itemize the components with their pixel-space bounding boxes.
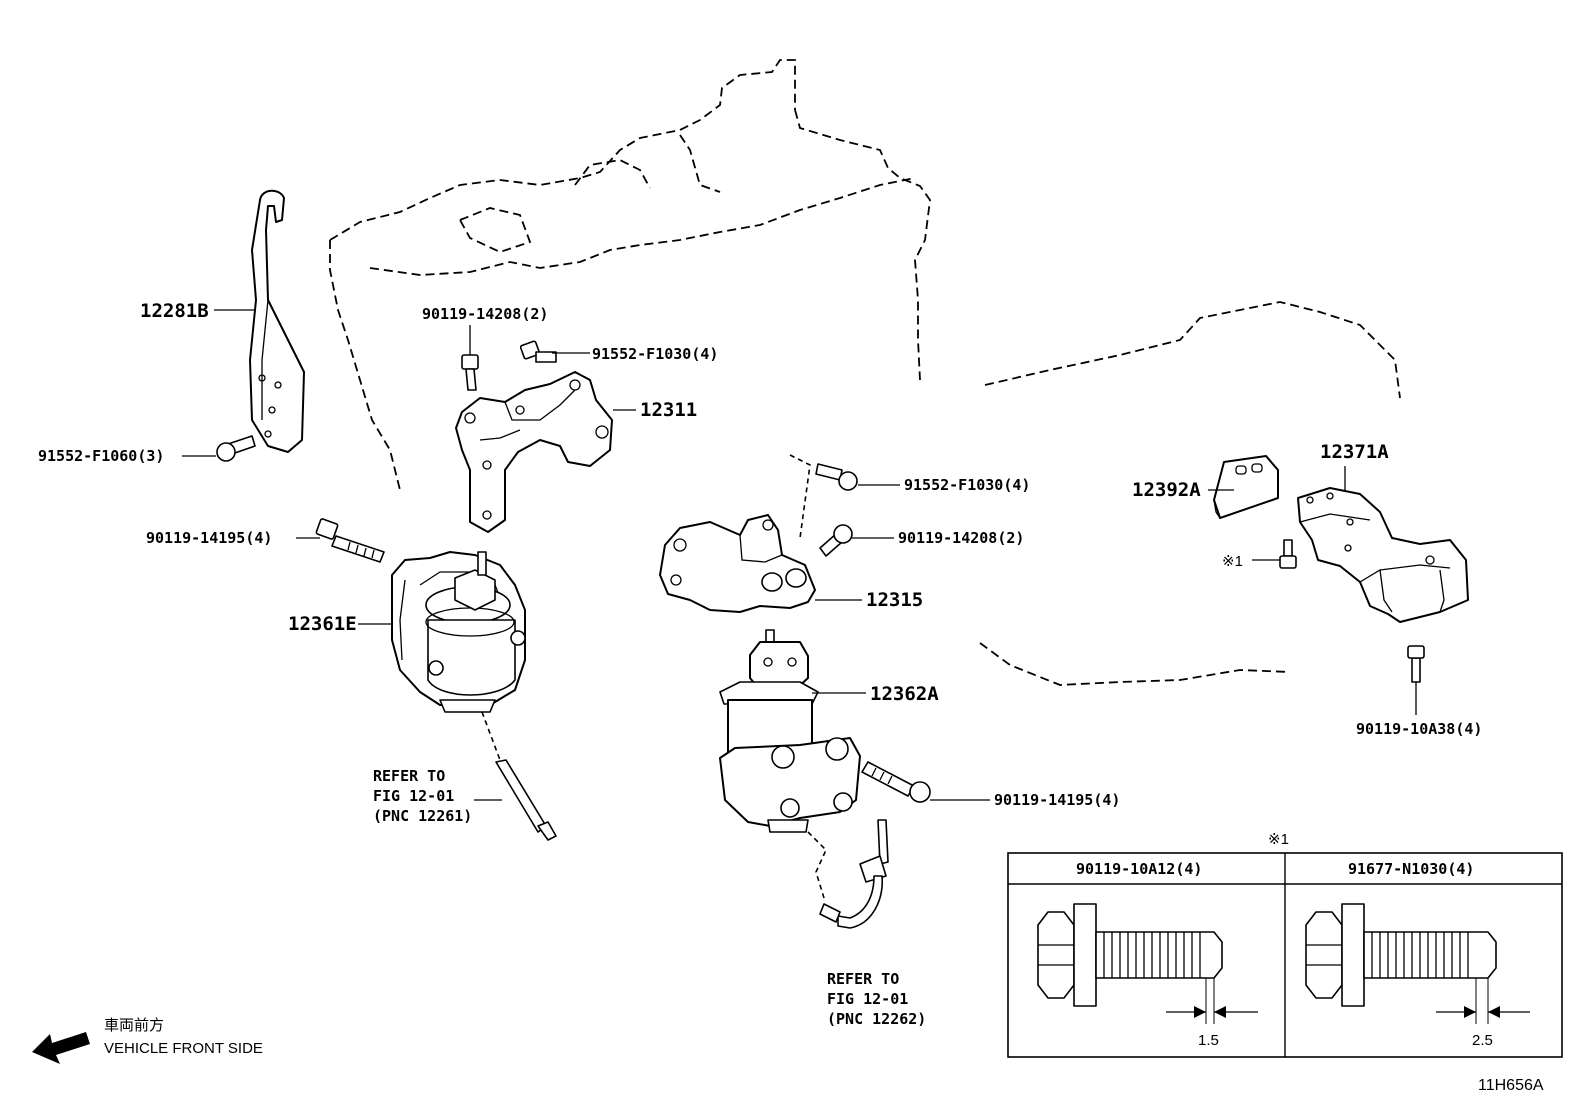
label-12371a: 12371A — [1320, 441, 1389, 463]
refer-left-line3: (PNC 12261) — [373, 807, 472, 825]
plate-12392a — [1213, 455, 1279, 519]
label-91552-f1060: 91552-F1060(3) — [38, 447, 164, 465]
diagram-code: 11H656A — [1478, 1077, 1544, 1094]
engine-outline — [329, 59, 1401, 701]
bolt-91552-f1060 — [216, 435, 256, 462]
refer-left-line2: FIG 12-01 — [373, 787, 454, 805]
label-90119-14195-right: 90119-14195(4) — [994, 791, 1120, 809]
bracket-12311 — [455, 371, 613, 533]
note-table-col1-header: 90119-10A12(4) — [1076, 860, 1202, 878]
mount-12362a — [719, 629, 861, 833]
bolt-90119-10a12-drawing — [1037, 903, 1258, 1024]
note-table: ※1 90119-10A12(4) 91677-N1030(4) 1.5 — [1007, 831, 1563, 1058]
bolt-90119-14208-mid — [819, 524, 853, 557]
label-12281b: 12281B — [140, 300, 209, 322]
label-12361e: 12361E — [288, 613, 357, 635]
label-12392a: 12392A — [1132, 479, 1201, 501]
label-note1-bolt: ※1 — [1222, 553, 1243, 570]
refer-right-line3: (PNC 12262) — [827, 1010, 926, 1028]
bolt-91552-f1030-mid — [815, 463, 858, 491]
bolt-note1 — [1279, 539, 1297, 569]
note-table-marker: ※1 — [1268, 831, 1289, 848]
bolt-90119-14195-left — [315, 518, 385, 563]
direction-jp: 車両前方 — [104, 1017, 164, 1034]
label-90119-10a38: 90119-10A38(4) — [1356, 720, 1482, 738]
mount-12371a — [1297, 487, 1469, 623]
label-12315: 12315 — [866, 589, 923, 611]
refer-right-line1: REFER TO — [827, 970, 899, 988]
label-90119-14208-mid: 90119-14208(2) — [898, 529, 1024, 547]
refer-left-line1: REFER TO — [373, 767, 445, 785]
bracket-12315 — [659, 454, 816, 613]
note-table-col2-header: 91677-N1030(4) — [1348, 860, 1474, 878]
bolt-90119-14208-top — [461, 354, 479, 391]
front-arrow-icon — [32, 1032, 90, 1064]
bolt-91552-f1030-top — [519, 340, 557, 363]
hose-pnc-12262 — [807, 819, 889, 929]
direction-en: VEHICLE FRONT SIDE — [104, 1040, 263, 1057]
refer-right-line2: FIG 12-01 — [827, 990, 908, 1008]
vehicle-front-indicator: 車両前方 VEHICLE FRONT SIDE — [32, 1017, 263, 1064]
label-91552-f1030-top: 91552-F1030(4) — [592, 345, 718, 363]
leader-lines — [182, 309, 1417, 801]
label-90119-14195-left: 90119-14195(4) — [146, 529, 272, 547]
label-12362a: 12362A — [870, 683, 939, 705]
label-91552-f1030-mid: 91552-F1030(4) — [904, 476, 1030, 494]
bolt-91677-n1030-drawing — [1305, 903, 1530, 1024]
bolt-90119-10a38 — [1407, 645, 1425, 683]
note-table-col1-dim: 1.5 — [1198, 1032, 1219, 1049]
bolt-90119-14195-right — [861, 761, 931, 803]
bracket-12281b — [249, 189, 305, 453]
label-90119-14208-top: 90119-14208(2) — [422, 305, 548, 323]
note-table-col2-dim: 2.5 — [1472, 1032, 1493, 1049]
hose-pnc-12261 — [481, 711, 557, 841]
label-12311: 12311 — [640, 399, 697, 421]
mount-12361e — [391, 551, 526, 713]
